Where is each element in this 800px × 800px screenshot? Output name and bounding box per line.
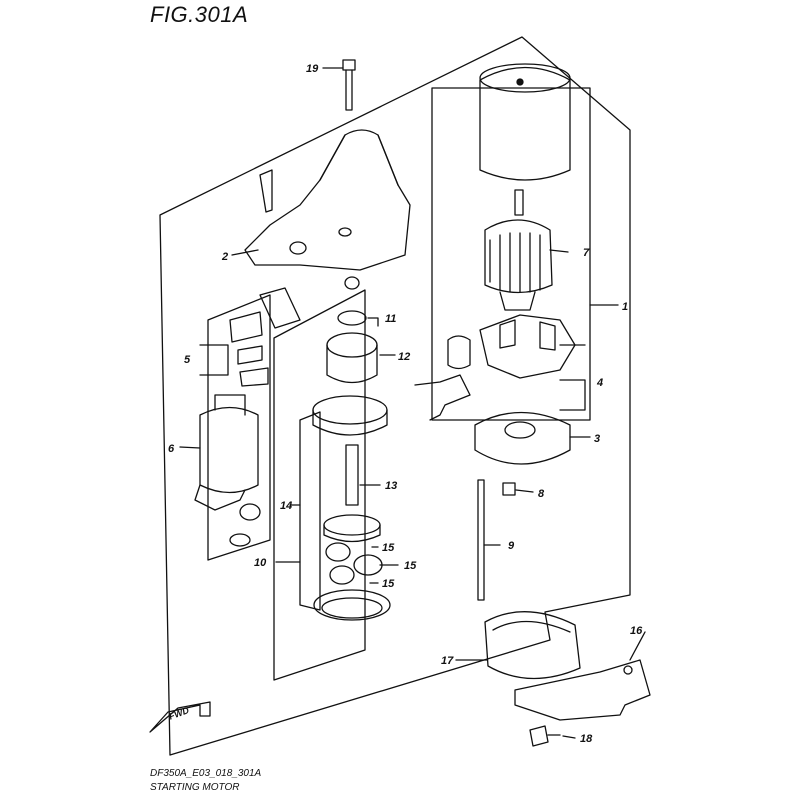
small-collar <box>344 276 360 290</box>
planet-gears-15 <box>325 542 383 585</box>
callout-1: 1 <box>622 301 628 313</box>
bracket-16 <box>514 659 651 721</box>
solenoid-group-frame <box>207 294 271 561</box>
bolt-19 <box>342 59 356 111</box>
drawing-name: STARTING MOTOR <box>150 782 240 793</box>
gear-group-frame <box>299 411 321 611</box>
callout-7: 7 <box>583 247 590 259</box>
armature-7 <box>484 189 553 311</box>
drive-group-frame <box>273 289 366 681</box>
brush-holder-4 <box>447 314 576 379</box>
stop-ring-11 <box>337 310 367 326</box>
callout-8: 8 <box>538 488 545 500</box>
callout-2: 2 <box>221 251 228 263</box>
assembly-frame <box>159 36 631 756</box>
callout-15c: 15 <box>382 578 395 590</box>
screw-8 <box>502 482 516 496</box>
motor-group-frame <box>431 87 591 421</box>
callout-19: 19 <box>306 63 319 75</box>
callout-9: 9 <box>508 540 515 552</box>
callout-16: 16 <box>630 625 643 637</box>
bolt-18 <box>529 725 561 747</box>
callout-10: 10 <box>254 557 267 569</box>
housing-cover-2 <box>244 129 411 271</box>
callout-6: 6 <box>168 443 175 455</box>
band-17 <box>484 611 581 680</box>
solenoid-6 <box>194 394 259 511</box>
nut-6a <box>239 503 261 521</box>
drive-flange <box>312 395 388 436</box>
internal-gear-ring <box>313 589 391 621</box>
callout-18: 18 <box>580 733 593 745</box>
fwd-arrow <box>149 701 211 733</box>
callout-12: 12 <box>398 351 410 363</box>
callout-15b: 15 <box>404 560 417 572</box>
callout-17: 17 <box>441 655 454 667</box>
washer-6b <box>229 533 251 547</box>
callout-labels: 19 2 7 1 11 12 4 3 5 6 8 13 14 9 15 10 1… <box>168 63 644 745</box>
yoke-cylinder <box>479 63 571 181</box>
figure-title: FIG.301A <box>150 2 249 27</box>
pinion-12 <box>326 332 378 384</box>
callout-11: 11 <box>385 313 396 325</box>
callout-5: 5 <box>184 354 191 366</box>
callout-13: 13 <box>385 480 397 492</box>
callout-15a: 15 <box>382 542 395 554</box>
pinion-shaft-13 <box>323 444 381 543</box>
fwd-label: FWD <box>168 705 191 722</box>
through-bolt-9 <box>477 479 485 601</box>
end-frame-3 <box>474 411 571 465</box>
callout-3: 3 <box>594 433 600 445</box>
callout-14: 14 <box>280 500 292 512</box>
drawing-code: DF350A_E03_018_301A <box>150 768 262 779</box>
lead-wire <box>414 374 471 421</box>
callout-4: 4 <box>596 377 603 389</box>
lever-parts-5 <box>229 287 301 387</box>
